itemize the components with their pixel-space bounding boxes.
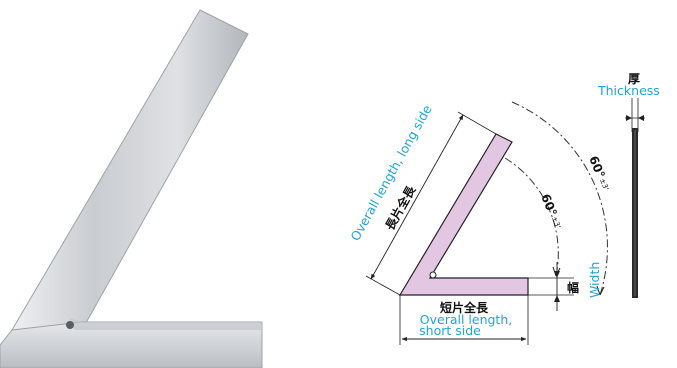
thickness-arrow-left	[626, 115, 632, 121]
outer-angle-value: 60°	[586, 154, 607, 180]
short-side-label-en-line1: Overall length,	[420, 312, 512, 327]
inner-angle-tolerance: ±3'	[550, 215, 562, 229]
thickness-label-jp: 厚	[628, 72, 640, 86]
width-label-jp: 幅	[567, 280, 579, 295]
inner-angle-label: 60° ±3'	[538, 192, 562, 230]
outer-angle-arc	[511, 101, 608, 296]
diagram-corner-hole	[429, 271, 437, 279]
thickness-label-en: Thickness	[597, 83, 660, 98]
long-side-dimension-line	[370, 114, 464, 280]
photo-corner-hole	[66, 321, 74, 329]
outer-angle-tolerance: ±3'	[598, 177, 610, 191]
angle-square-photo	[0, 9, 263, 368]
short-side-label-en-line2: short side	[419, 323, 481, 338]
angle-square-diagram: 長片全長 Overall length, long side 短片全長 Over…	[347, 72, 660, 345]
width-label-en: Width	[587, 262, 602, 298]
width-arrow-top	[554, 271, 560, 278]
diagram-blade	[398, 133, 529, 296]
inner-angle-value: 60°	[538, 192, 559, 218]
outer-angle-label: 60° ±3'	[586, 154, 610, 192]
outer-arc-arrow	[596, 285, 605, 296]
long-side-extension-top	[457, 111, 497, 135]
short-side-label-jp: 短片全長	[440, 300, 489, 315]
photo-long-blade	[11, 9, 249, 331]
photo-corner-shade	[70, 318, 262, 330]
width-arrow-bottom	[554, 295, 560, 302]
inner-angle-arc	[504, 157, 559, 277]
thickness-arrow-right	[638, 115, 644, 121]
